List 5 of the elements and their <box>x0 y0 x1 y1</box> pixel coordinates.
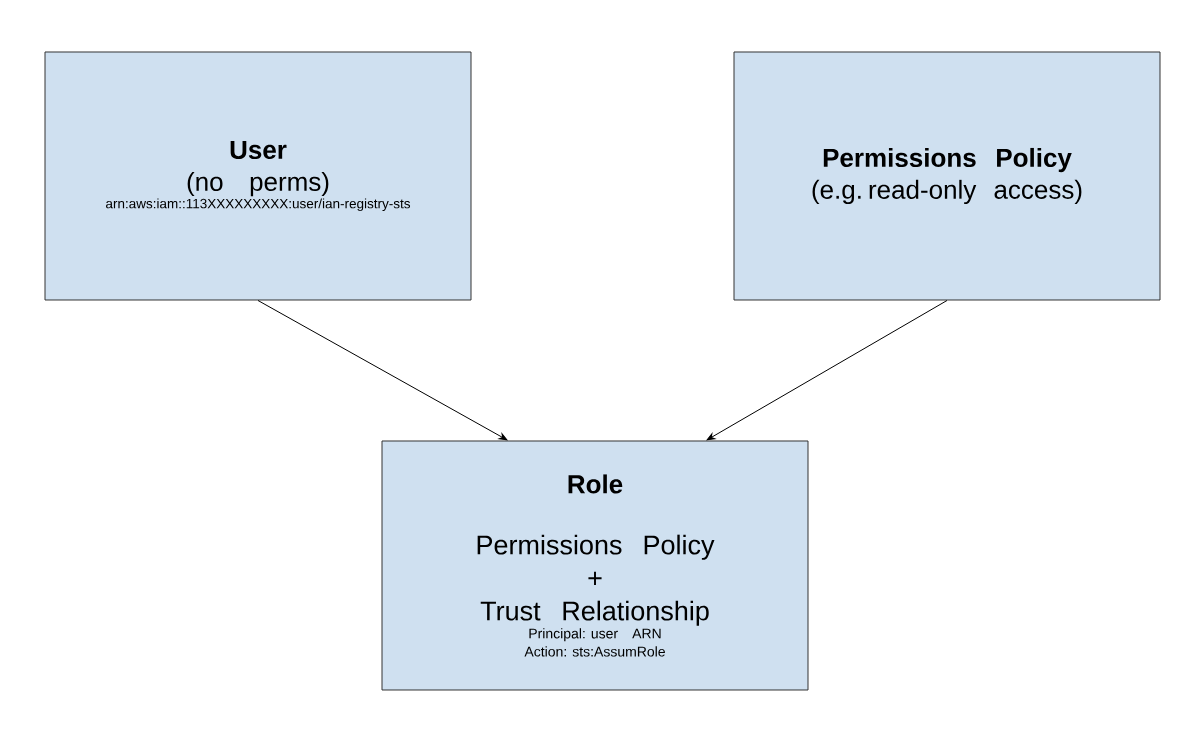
process-box: Permissions Policy (e.g. read-only access) <box>733 51 1161 301</box>
process-box: User (no perms) arn:aws:iam::113XXXXXXXXX:user/ian-registry-sts <box>44 51 472 301</box>
process-box: Role Permissions Policy + Trust Relationship Principal: user ARN Action: sts:AssumRole <box>381 440 809 691</box>
arrow <box>706 300 948 441</box>
arrow <box>257 300 508 441</box>
